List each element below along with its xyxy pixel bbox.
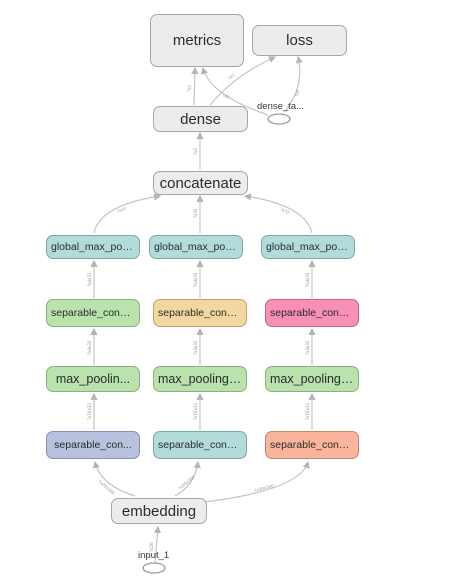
separable-conv-bottom-node-1[interactable]: separable_con... [46, 431, 140, 459]
input-placeholder [142, 562, 166, 574]
separable-conv-top-node-2[interactable]: separable_conv1... [153, 299, 247, 327]
edge-embedding-conv-bottom-1 [92, 460, 136, 497]
separable-conv-bottom-node-2[interactable]: separable_conv1... [153, 431, 247, 459]
svg-text:?x16x32: ?x16x32 [87, 403, 92, 420]
svg-text:?x20x300: ?x20x300 [177, 474, 196, 491]
edge-targets-loss [284, 55, 303, 113]
svg-text:?x4x32: ?x4x32 [87, 272, 92, 287]
max-pooling-label-3: max_pooling1... [270, 372, 354, 386]
svg-text:?x2: ?x2 [186, 84, 192, 92]
separable-conv-bottom-label-3: separable_conv1... [270, 439, 354, 451]
global-max-pooling-node-3[interactable]: global_max_pooli... [261, 235, 355, 259]
max-pooling-node-2[interactable]: max_pooling1... [153, 366, 247, 392]
embedding-node[interactable]: embedding [111, 498, 207, 524]
svg-text:?x32: ?x32 [193, 208, 198, 218]
svg-text:?x4x32: ?x4x32 [193, 340, 198, 355]
separable-conv-bottom-label-2: separable_conv1... [158, 439, 242, 451]
svg-text:?x4x32: ?x4x32 [87, 340, 92, 355]
dense-node[interactable]: dense [153, 106, 248, 132]
separable-conv-top-node-3[interactable]: separable_conv1... [265, 299, 359, 327]
max-pooling-node-3[interactable]: max_pooling1... [265, 366, 359, 392]
global-max-pooling-label-1: global_max_pooli... [51, 241, 135, 253]
separable-conv-top-label-2: separable_conv1... [158, 307, 242, 319]
separable-conv-bottom-label-1: separable_con... [54, 439, 132, 451]
svg-text:?x20: ?x20 [149, 542, 154, 552]
svg-text:?x2: ?x2 [294, 89, 300, 97]
separable-conv-top-label-3: separable_conv1... [270, 307, 354, 319]
max-pooling-node-1[interactable]: max_poolin... [46, 366, 140, 392]
dense-label: dense [180, 110, 221, 128]
svg-text:?x32: ?x32 [116, 205, 127, 214]
edge-global-concat-1 [93, 193, 162, 234]
metrics-node[interactable]: metrics [150, 14, 244, 67]
edge-dense-loss [209, 56, 277, 106]
svg-text:?x32: ?x32 [280, 206, 291, 215]
edge-embedding-conv-bottom-3 [204, 460, 310, 503]
global-max-pooling-label-2: global_max_pooli... [154, 241, 238, 253]
svg-text:?x20x300: ?x20x300 [254, 483, 275, 493]
svg-text:?x2: ?x2 [227, 72, 236, 81]
edge-targets-metrics [201, 66, 269, 116]
concatenate-label: concatenate [159, 174, 242, 192]
edge-dense-metrics [191, 66, 199, 106]
loss-label: loss [286, 32, 313, 49]
separable-conv-bottom-node-3[interactable]: separable_conv1... [265, 431, 359, 459]
global-max-pooling-node-1[interactable]: global_max_pooli... [46, 235, 140, 259]
edge-embedding-conv-bottom-2 [174, 460, 201, 497]
svg-text:?x2: ?x2 [193, 148, 198, 155]
embedding-label: embedding [121, 502, 197, 520]
loss-node[interactable]: loss [252, 25, 347, 56]
svg-text:?x4x32: ?x4x32 [193, 272, 198, 287]
svg-text:?x4x32: ?x4x32 [305, 340, 310, 355]
max-pooling-label-1: max_poolin... [55, 372, 131, 386]
concatenate-node[interactable]: concatenate [153, 171, 248, 195]
svg-text:?x16x32: ?x16x32 [193, 403, 198, 420]
separable-conv-top-node-1[interactable]: separable_conv1... [46, 299, 140, 327]
metrics-label: metrics [172, 32, 222, 49]
max-pooling-label-2: max_pooling1... [158, 372, 242, 386]
edge-global-concat-3 [243, 193, 313, 234]
edge-input-embedding [153, 525, 162, 564]
input-label: input_1 [138, 550, 170, 561]
global-max-pooling-node-2[interactable]: global_max_pooli... [149, 235, 243, 259]
dense-targets-label: dense_ta... [257, 101, 305, 112]
svg-text:?x16x32: ?x16x32 [305, 403, 310, 420]
separable-conv-top-label-1: separable_conv1... [51, 307, 135, 319]
svg-text:?x4x32: ?x4x32 [305, 272, 310, 287]
dense-targets-placeholder [267, 113, 291, 125]
global-max-pooling-label-3: global_max_pooli... [266, 241, 350, 253]
svg-text:?x2: ?x2 [222, 92, 231, 99]
